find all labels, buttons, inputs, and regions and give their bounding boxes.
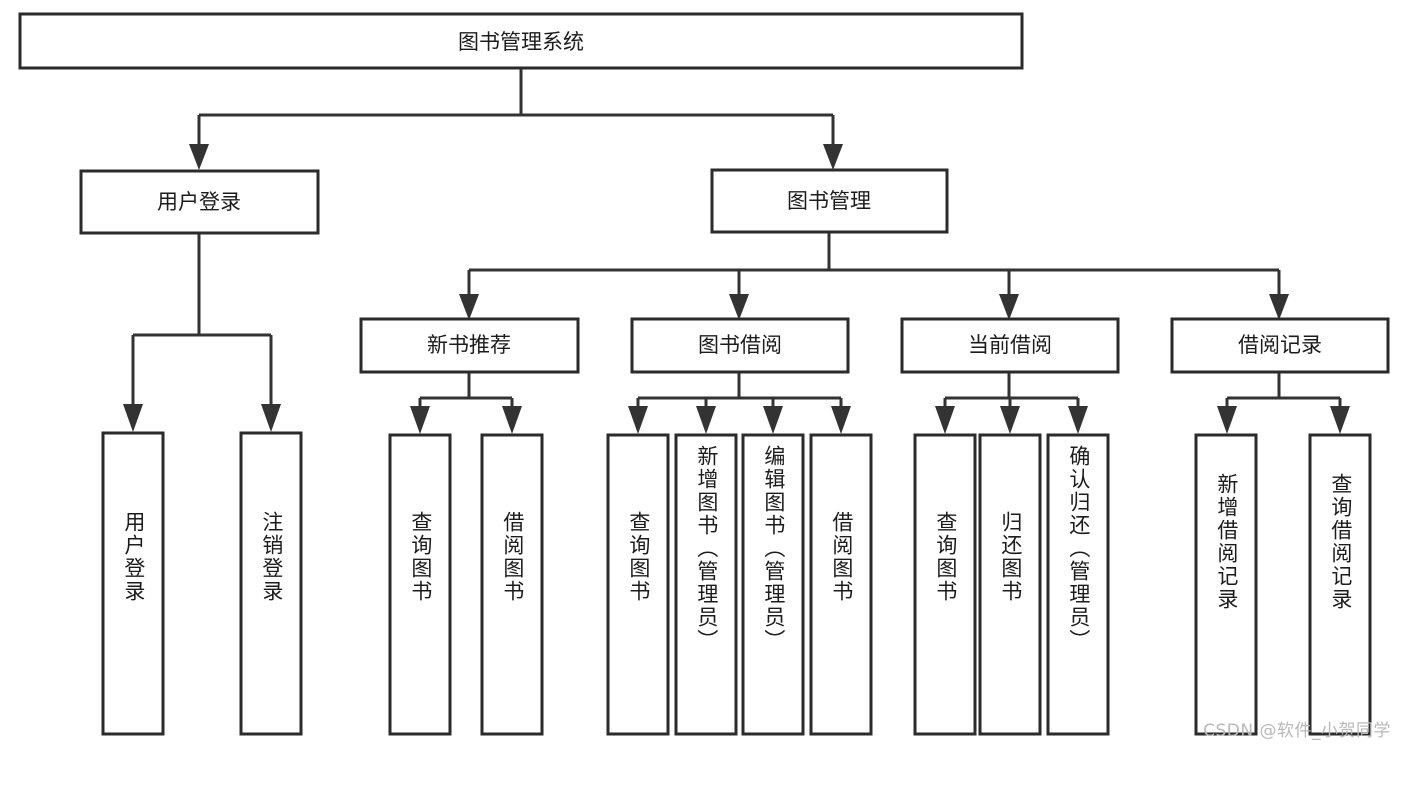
node-current-borrow[interactable] bbox=[900, 317, 1120, 374]
arrow-icon-book-borrow bbox=[729, 294, 749, 320]
watermark: CSDN @软件_小贺同学 bbox=[1203, 721, 1391, 741]
arrow-icon-leaf-query-book-3 bbox=[935, 406, 955, 434]
arrow-icon-user-login bbox=[189, 144, 209, 170]
arrow-icon-leaf-edit-book bbox=[763, 406, 783, 434]
arrow-icon-leaf-borrow-book-1 bbox=[502, 406, 522, 434]
arrow-icon-borrow-record bbox=[1269, 294, 1289, 320]
arrow-icon-new-book-recommend bbox=[459, 294, 479, 320]
node-leaf-borrow-book-2[interactable] bbox=[809, 433, 873, 736]
node-current-borrow-label: 当前借阅 bbox=[968, 333, 1052, 357]
arrow-icon-leaf-query-book-2 bbox=[628, 406, 648, 434]
arrow-icon-leaf-logout bbox=[261, 404, 281, 432]
node-new-book-recommend-label: 新书推荐 bbox=[427, 333, 511, 357]
arrow-icon-leaf-query-book-1 bbox=[410, 406, 430, 434]
node-leaf-add-book[interactable] bbox=[674, 433, 738, 736]
diagram-canvas: 图书管理系统 用户登录 图书管理 新书推荐 图书借阅 当前借阅 借阅记录 bbox=[18, 12, 1390, 736]
node-leaf-query-book-1[interactable] bbox=[388, 433, 452, 736]
arrow-icon-current-borrow bbox=[999, 294, 1019, 320]
arrow-icon-leaf-query-record bbox=[1330, 406, 1350, 434]
arrow-icon-leaf-add-record bbox=[1217, 406, 1237, 434]
arrow-icon-book-management bbox=[823, 144, 843, 170]
node-leaf-confirm-return[interactable] bbox=[1046, 433, 1110, 736]
node-book-borrow-label: 图书借阅 bbox=[698, 333, 782, 357]
node-book-management[interactable] bbox=[710, 168, 949, 234]
node-leaf-query-record[interactable] bbox=[1308, 433, 1372, 736]
node-user-login[interactable] bbox=[79, 169, 320, 235]
arrow-icon-leaf-confirm-return bbox=[1068, 406, 1088, 434]
node-leaf-borrow-book-1[interactable] bbox=[480, 433, 544, 736]
node-user-login-label: 用户登录 bbox=[157, 190, 241, 214]
arrowhead-group bbox=[123, 144, 1350, 434]
node-leaf-return-book[interactable] bbox=[978, 433, 1042, 736]
arrow-icon-leaf-add-book bbox=[696, 406, 716, 434]
node-book-borrow[interactable] bbox=[630, 317, 850, 374]
node-group: 图书管理系统 用户登录 图书管理 新书推荐 图书借阅 当前借阅 借阅记录 bbox=[18, 12, 1390, 736]
arrow-icon-leaf-return-book bbox=[1000, 406, 1020, 434]
node-new-book-recommend[interactable] bbox=[359, 317, 580, 374]
node-borrow-record[interactable] bbox=[1170, 317, 1390, 374]
node-root-label: 图书管理系统 bbox=[458, 30, 584, 54]
arrow-icon-leaf-borrow-book-2 bbox=[831, 406, 851, 434]
diagram-root: 图书管理系统 用户登录 图书管理 新书推荐 图书借阅 当前借阅 借阅记录 bbox=[18, 12, 1391, 741]
node-leaf-logout[interactable] bbox=[239, 431, 303, 736]
node-leaf-user-login[interactable] bbox=[101, 431, 165, 736]
node-leaf-query-book-2[interactable] bbox=[606, 433, 670, 736]
node-borrow-record-label: 借阅记录 bbox=[1238, 333, 1322, 357]
arrow-icon-leaf-user-login bbox=[123, 404, 143, 432]
node-root[interactable] bbox=[18, 12, 1024, 70]
node-leaf-add-record[interactable] bbox=[1194, 433, 1258, 736]
node-leaf-query-book-3[interactable] bbox=[913, 433, 977, 736]
node-book-management-label: 图书管理 bbox=[787, 189, 871, 213]
node-leaf-edit-book[interactable] bbox=[741, 433, 805, 736]
